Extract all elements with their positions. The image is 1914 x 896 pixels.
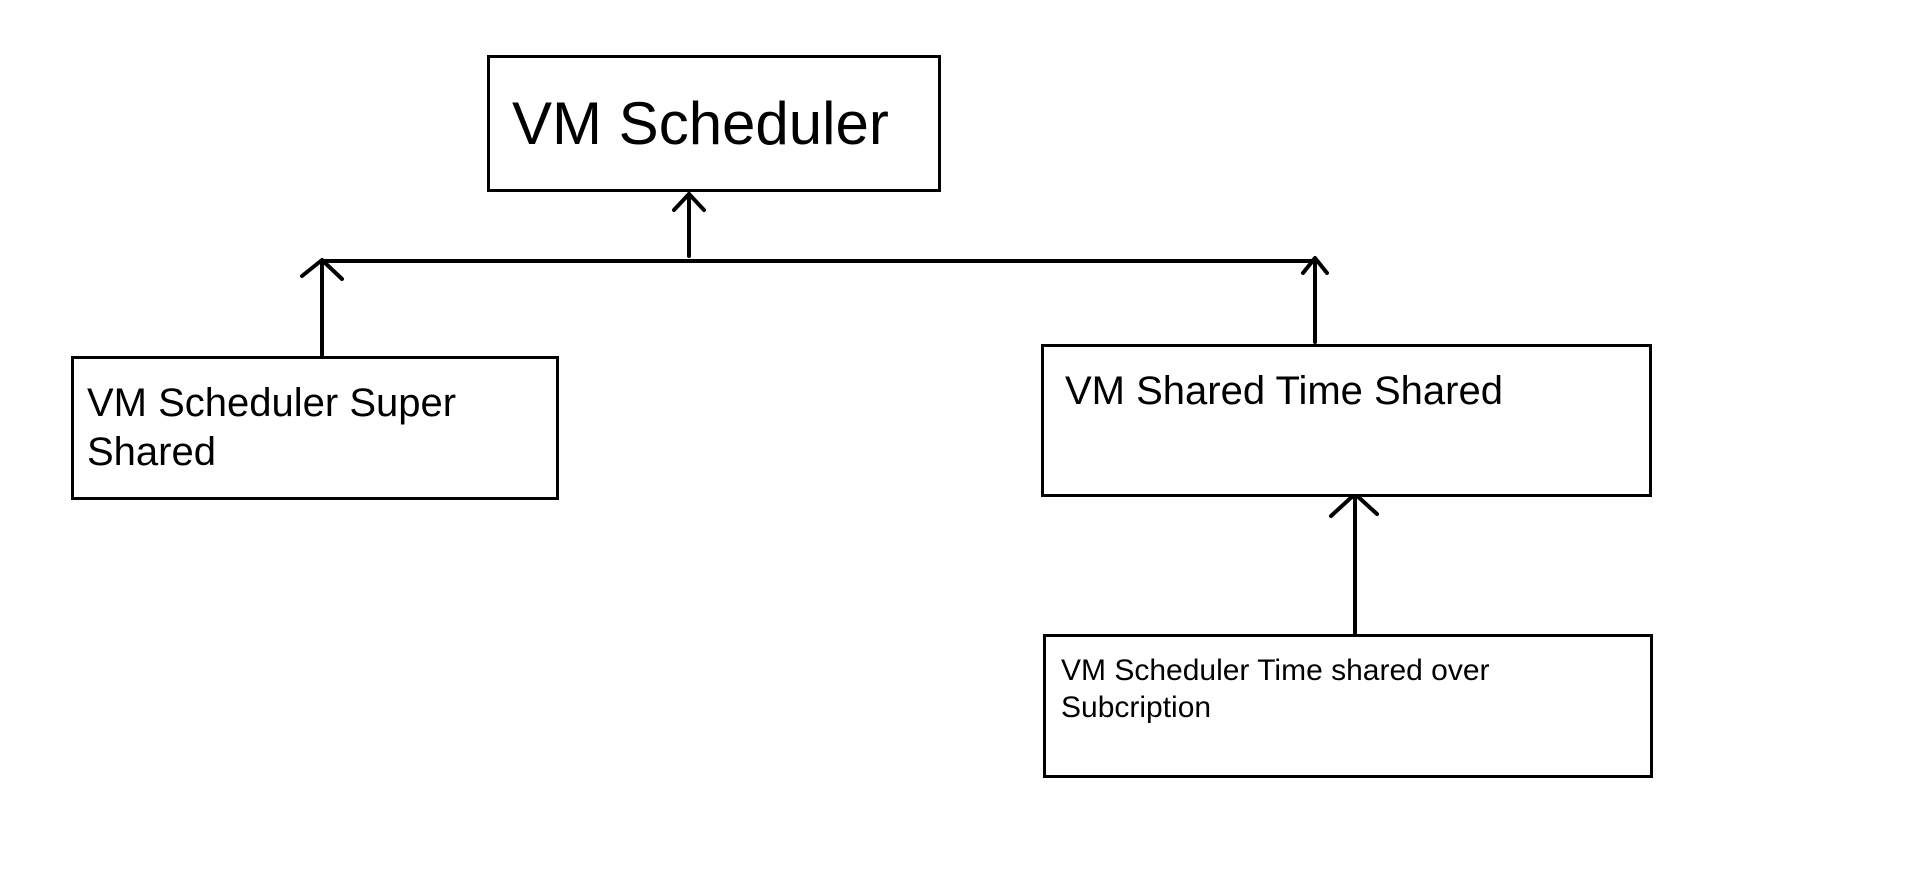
arrow-head-time-shared [1301,256,1329,275]
node-vm-scheduler-super-shared: VM Scheduler Super Shared [71,356,559,500]
node-vm-scheduler-super-shared-label: VM Scheduler Super Shared [87,381,468,474]
node-vm-scheduler: VM Scheduler [487,55,941,192]
node-over-subscription-label: VM Scheduler Time shared over Subcriptio… [1061,654,1498,724]
node-vm-shared-time-shared-label: VM Shared Time Shared [1065,369,1503,413]
node-vm-scheduler-label: VM Scheduler [512,90,889,157]
arrow-head-super-shared [300,258,344,281]
node-vm-shared-time-shared: VM Shared Time Shared [1041,344,1652,497]
arrow-head-root [672,192,706,212]
node-vm-scheduler-time-shared-over-subscription: VM Scheduler Time shared over Subcriptio… [1043,634,1653,778]
